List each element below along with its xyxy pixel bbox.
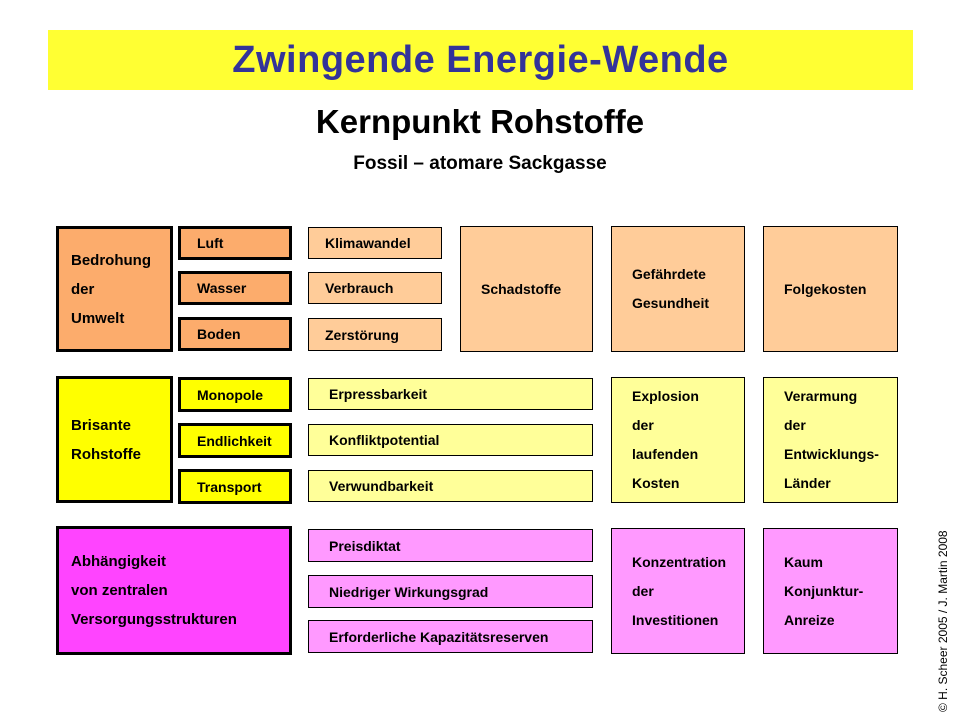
box-wasser: Wasser xyxy=(178,271,292,305)
box-verbrauch: Verbrauch xyxy=(308,272,442,304)
box-schadstoffe: Schadstoffe xyxy=(460,226,593,352)
box-luft: Luft xyxy=(178,226,292,260)
page-title: Kernpunkt Rohstoffe xyxy=(315,103,645,140)
box-erpressbarkeit: Erpressbarkeit xyxy=(308,378,593,410)
box-verwundbarkeit: Verwundbarkeit xyxy=(308,470,593,502)
slide-title: Zwingende Energie-Wende xyxy=(232,38,729,81)
box-kapazitaetsreserven: Erforderliche Kapazitätsreserven xyxy=(308,620,593,653)
slide-title-banner: Zwingende Energie-Wende xyxy=(48,30,913,90)
box-boden: Boden xyxy=(178,317,292,351)
box-monopole: Monopole xyxy=(178,377,292,412)
box-endlichkeit: Endlichkeit xyxy=(178,423,292,458)
copyright-note: © H. Scheer 2005 / J. Martin 2008 xyxy=(936,530,950,712)
box-zerstoerung: Zerstörung xyxy=(308,318,442,351)
box-transport: Transport xyxy=(178,469,292,504)
box-konfliktpotential: Konfliktpotential xyxy=(308,424,593,456)
page-subtitle: Fossil – atomare Sackgasse xyxy=(353,153,607,174)
box-niedriger-wirkungsgrad: Niedriger Wirkungsgrad xyxy=(308,575,593,608)
box-preisdiktat: Preisdiktat xyxy=(308,529,593,562)
box-folgekosten: Folgekosten xyxy=(763,226,898,352)
box-klimawandel: Klimawandel xyxy=(308,227,442,259)
